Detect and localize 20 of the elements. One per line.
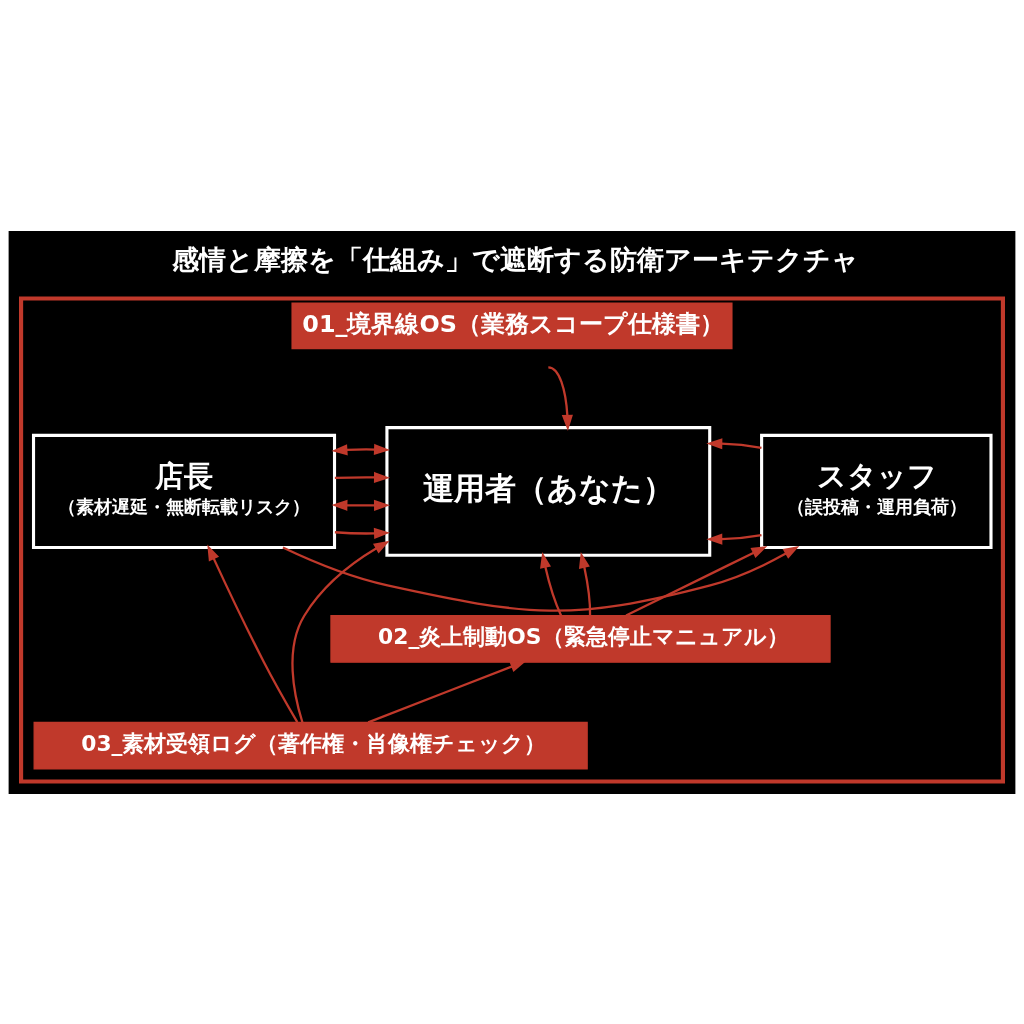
arrow [548, 365, 573, 431]
arrow [540, 551, 563, 616]
diagram-title: 感情と摩擦を「仕組み」で遮断する防衛アーキテクチャ [171, 243, 859, 275]
arrow [331, 443, 390, 455]
arrow [578, 551, 592, 615]
node-box: 運用者（あなた） [385, 425, 712, 557]
node-box: 03_素材受領ログ（著作権・肖像権チェック） [33, 721, 588, 770]
arrow [706, 533, 762, 545]
arrow [625, 545, 768, 616]
node-box: 店長 （素材遅延・無断転載リスク） [31, 433, 337, 549]
arrow [331, 499, 391, 511]
arrow [207, 544, 299, 723]
arrow [282, 545, 800, 612]
arrow [334, 527, 391, 539]
node-box: 02_炎上制動OS（緊急停止マニュアル） [330, 614, 831, 663]
arrow [291, 540, 390, 723]
arrow [367, 660, 527, 723]
arrow [334, 471, 390, 483]
arrow [706, 437, 762, 449]
node-box: スタッフ （誤投稿・運用負荷） [760, 433, 993, 549]
